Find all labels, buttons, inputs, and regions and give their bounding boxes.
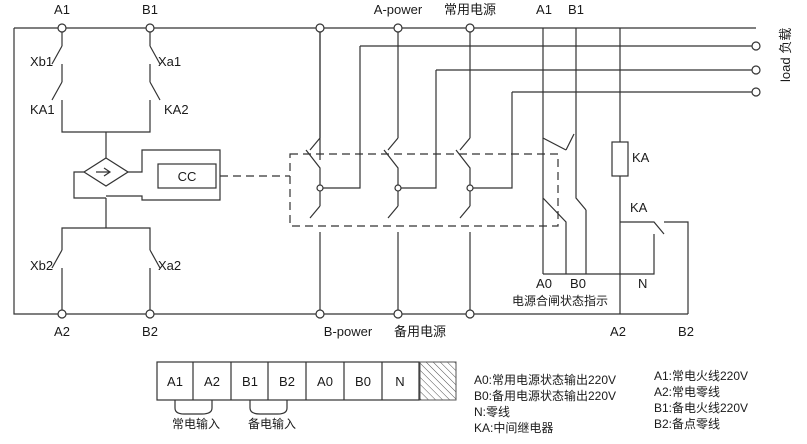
label-b1-left: B1 bbox=[142, 2, 158, 17]
label-n: N bbox=[638, 276, 647, 291]
outer-frame bbox=[13, 27, 756, 315]
label-b2-right: B2 bbox=[678, 324, 694, 339]
terminal-strip bbox=[156, 361, 457, 415]
label-xb1: Xb1 bbox=[30, 54, 53, 69]
label-ka2: KA2 bbox=[164, 102, 189, 117]
label-backup-power: 备用电源 bbox=[394, 324, 446, 339]
legend-right-2: A2:常电零线 bbox=[654, 385, 720, 399]
label-b2-left: B2 bbox=[142, 324, 158, 339]
terminal-b2: B2 bbox=[279, 374, 295, 389]
hatched-block bbox=[419, 361, 457, 401]
switch-poles bbox=[220, 23, 559, 319]
label-normal-power: 常用电源 bbox=[444, 2, 496, 17]
terminal-n: N bbox=[395, 374, 404, 389]
label-ka-contact: KA bbox=[630, 200, 648, 215]
load-lines bbox=[319, 28, 761, 189]
terminal-a1: A1 bbox=[167, 374, 183, 389]
label-a1-right: A1 bbox=[536, 2, 552, 17]
label-backup-input: 备电输入 bbox=[248, 416, 296, 431]
terminal-a2: A2 bbox=[204, 374, 220, 389]
legend-right-4: B2:备点零线 bbox=[654, 417, 720, 431]
label-xa1: Xa1 bbox=[158, 54, 181, 69]
label-load: load 负载 bbox=[778, 28, 793, 82]
label-ka1: KA1 bbox=[30, 102, 55, 117]
label-status-caption: 电源合闸状态指示 bbox=[512, 293, 608, 308]
legend-left-4: KA:中间继电器 bbox=[474, 420, 553, 435]
label-a-power: A-power bbox=[374, 2, 423, 17]
legend-right-1: A1:常电火线220V bbox=[654, 369, 748, 383]
legend-left-2: B0:备用电源状态输出220V bbox=[474, 388, 616, 403]
label-ka-coil: KA bbox=[632, 150, 650, 165]
terminal-a0: A0 bbox=[317, 374, 333, 389]
left-controller bbox=[51, 23, 221, 319]
terminal-b1: B1 bbox=[242, 374, 258, 389]
legend-left-3: N:零线 bbox=[474, 405, 510, 419]
label-b-power: B-power bbox=[324, 324, 373, 339]
label-a2-left: A2 bbox=[54, 324, 70, 339]
label-a1-left: A1 bbox=[54, 2, 70, 17]
legend-left-1: A0:常用电源状态输出220V bbox=[474, 372, 616, 387]
status-circuit bbox=[542, 28, 689, 314]
label-xa2: Xa2 bbox=[158, 258, 181, 273]
label-a2-right: A2 bbox=[610, 324, 626, 339]
label-a0: A0 bbox=[536, 276, 552, 291]
label-cc: CC bbox=[178, 169, 197, 184]
terminal-b0: B0 bbox=[355, 374, 371, 389]
label-main-input: 常电输入 bbox=[172, 416, 220, 431]
legend-right-3: B1:备电火线220V bbox=[654, 401, 748, 415]
label-xb2: Xb2 bbox=[30, 258, 53, 273]
label-b0: B0 bbox=[570, 276, 586, 291]
label-b1-right: B1 bbox=[568, 2, 584, 17]
